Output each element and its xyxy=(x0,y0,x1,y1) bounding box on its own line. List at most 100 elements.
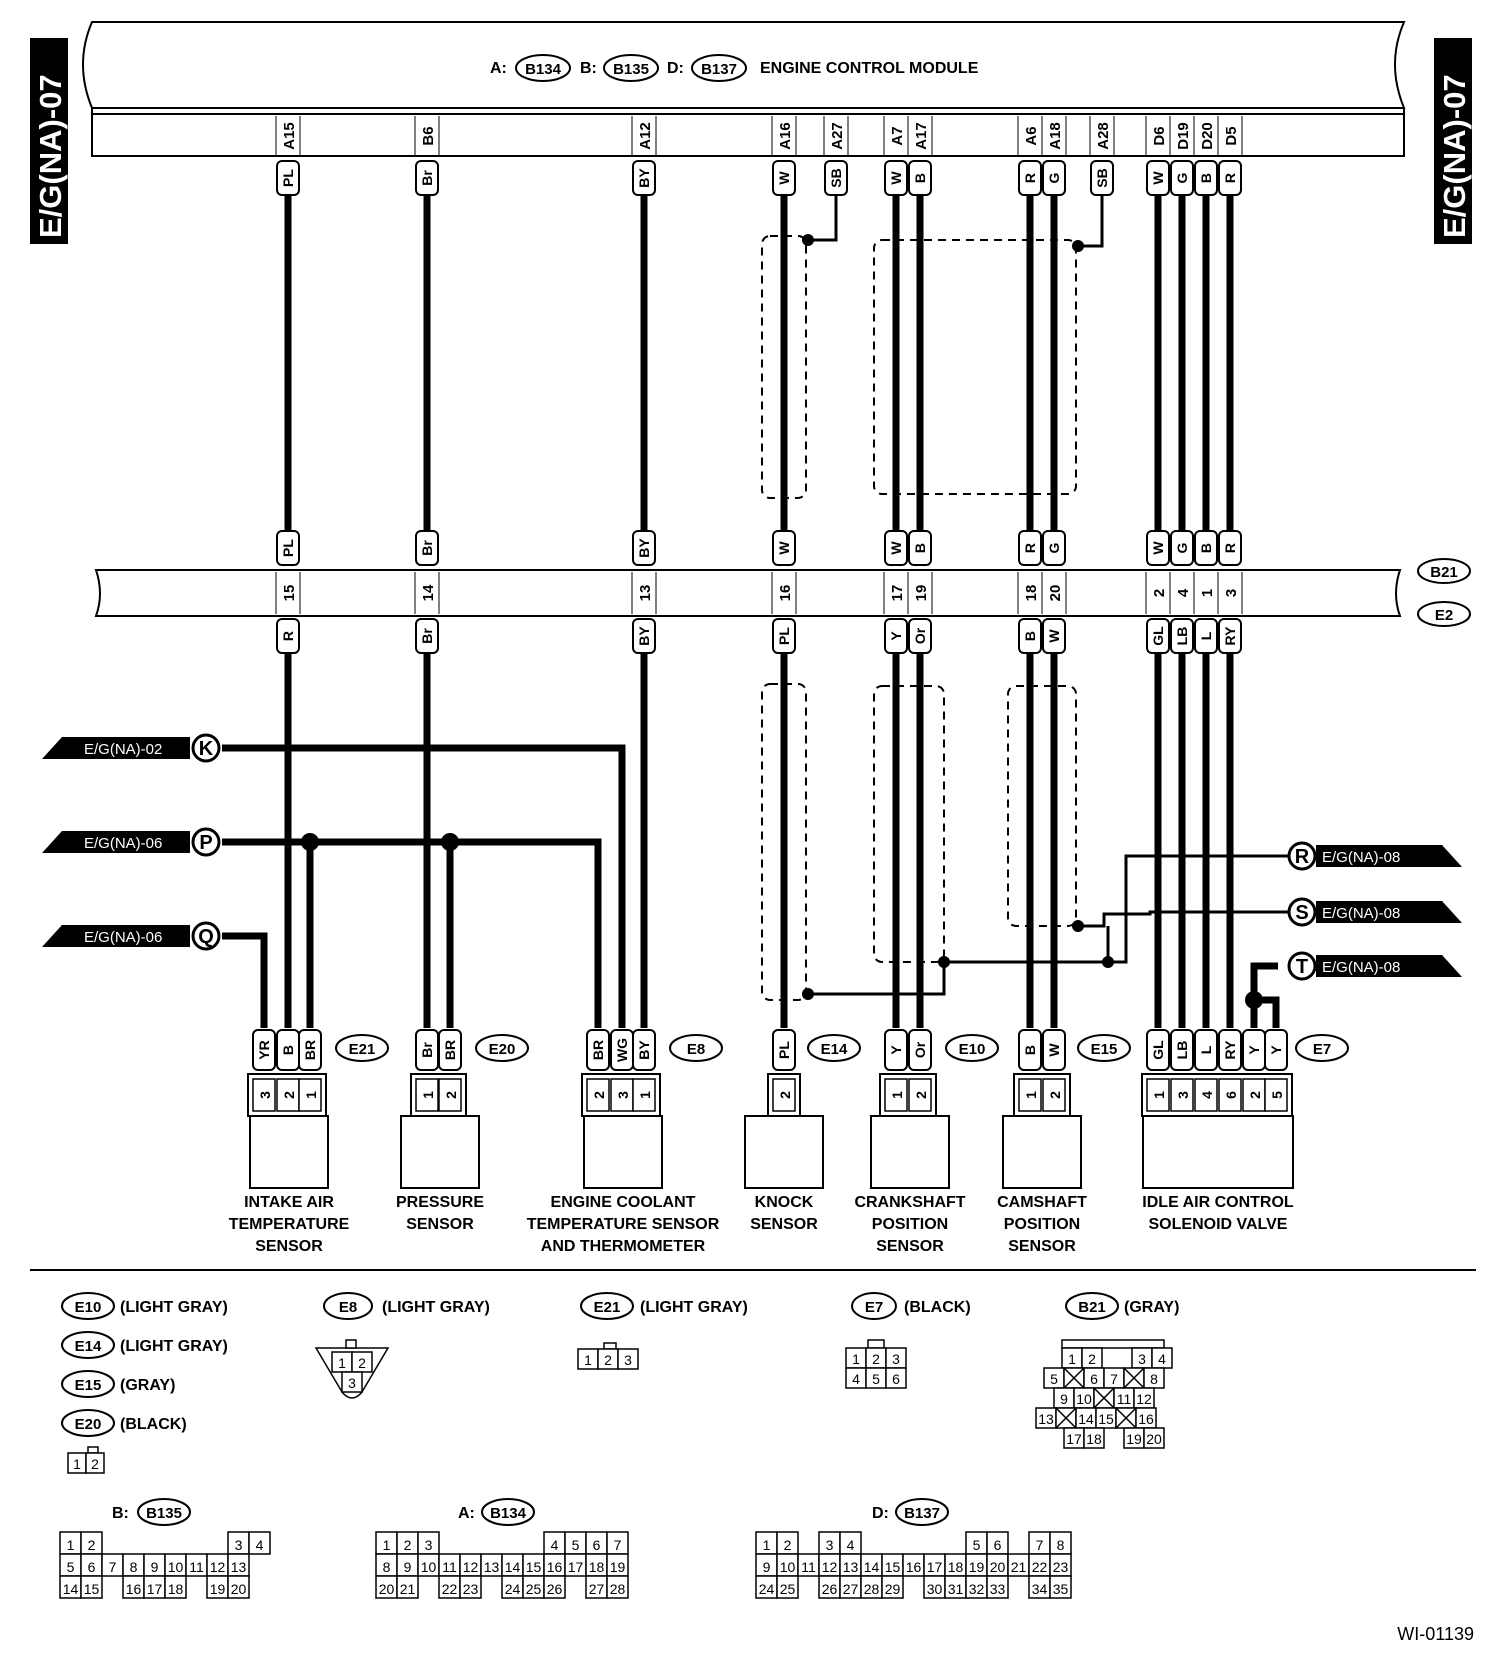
component-pin-cell xyxy=(1194,1078,1218,1112)
ref-arrow-left[interactable] xyxy=(42,737,190,759)
legend-pin-number: 17 xyxy=(1066,1431,1082,1447)
component-label: SENSOR xyxy=(406,1216,474,1233)
legend-pin-number: 26 xyxy=(822,1581,838,1597)
ecm-wire-color-box xyxy=(1170,160,1194,196)
ecm-wire-color-box xyxy=(772,160,796,196)
legend-e20-name: E20 xyxy=(75,1416,102,1433)
legend-pin-number: 14 xyxy=(864,1559,880,1575)
component-label: TEMPERATURE SENSOR xyxy=(527,1216,720,1233)
legend-pin-cell xyxy=(885,1367,907,1389)
junction-upper-wire-box xyxy=(884,530,908,566)
legend-e10-name: E10 xyxy=(75,1299,102,1316)
component-label: KNOCK xyxy=(755,1194,814,1211)
legend-pin-cell xyxy=(1083,1427,1105,1449)
ecm-wire-color-box xyxy=(276,160,300,196)
component-wire-color-box xyxy=(438,1029,462,1071)
shield-outlines xyxy=(761,235,1077,1001)
ecm-pin-label: A6 xyxy=(1023,126,1040,145)
component-pin-number: 2 xyxy=(913,1091,929,1099)
ref-arrow-left[interactable] xyxy=(42,925,190,947)
legend-pin-number: 17 xyxy=(927,1559,943,1575)
legend-pin-number: 1 xyxy=(763,1537,771,1553)
legend-pin-number: 8 xyxy=(383,1559,391,1575)
legend-pin-number: 1 xyxy=(852,1351,860,1367)
legend-pin-number: 1 xyxy=(338,1355,346,1371)
legend-pin-number: 4 xyxy=(852,1371,860,1387)
ref-page-right: E/G(NA)-08 xyxy=(1322,905,1400,922)
ref-page-left: E/G(NA)-06 xyxy=(84,835,162,852)
junction-upper-wire-box xyxy=(1042,530,1066,566)
legend-pin-number: 19 xyxy=(210,1581,226,1597)
legend-pin-number: 19 xyxy=(610,1559,626,1575)
legend-pin-number: 18 xyxy=(589,1559,605,1575)
component-pin-number: 1 xyxy=(303,1091,319,1099)
legend-pin-cell xyxy=(881,1575,904,1599)
ecm-wire-color-box xyxy=(1042,160,1066,196)
component-wire-color-box xyxy=(1042,1029,1066,1071)
legend-latch xyxy=(345,1339,357,1349)
legend-pin-number: 14 xyxy=(63,1581,79,1597)
ref-letter-left: K xyxy=(199,738,214,760)
component-pin-cell xyxy=(1170,1078,1194,1112)
junction-pin: 1 xyxy=(1199,589,1216,597)
junction-pin: 4 xyxy=(1175,588,1192,597)
component-connector-name: E15 xyxy=(1091,1041,1118,1058)
component-pin-number: 2 xyxy=(443,1091,459,1099)
ref-arrow-left[interactable] xyxy=(42,831,190,853)
component-pin-cell xyxy=(298,1078,322,1112)
junction-lower-wire: BY xyxy=(636,626,652,646)
legend-pin-cell xyxy=(543,1575,566,1599)
ref-letter-circle xyxy=(1287,897,1317,927)
component-wire-color-box xyxy=(586,1029,610,1071)
ecm-wire-color-box xyxy=(1018,160,1042,196)
legend-pin-cell xyxy=(80,1575,103,1599)
component-wire-color: BR xyxy=(442,1040,458,1060)
component-pin-cell xyxy=(1042,1078,1066,1112)
junction-lower-wire-box xyxy=(276,618,300,654)
junction-lower-wire-box xyxy=(1194,618,1218,654)
component-pin-cell xyxy=(908,1078,932,1112)
junction-upper-wire-box xyxy=(1218,530,1242,566)
junction-lower-wire: L xyxy=(1198,631,1214,640)
legend-connector-colors: E10 (LIGHT GRAY) E14 (LIGHT GRAY) E15 (G… xyxy=(61,1292,1179,1526)
component-wire-color-box xyxy=(252,1029,276,1071)
ref-arrow-right[interactable] xyxy=(1316,901,1462,923)
component-pin-number: 2 xyxy=(591,1091,607,1099)
ref-arrow-right[interactable] xyxy=(1316,845,1462,867)
ecm-conn-b: B135 xyxy=(613,61,649,78)
legend-b21-name: B21 xyxy=(1078,1299,1106,1316)
legend-pin-number: 23 xyxy=(1053,1559,1069,1575)
legend-pin-number: 14 xyxy=(1078,1411,1094,1427)
ecm-pin-label: A15 xyxy=(281,122,298,150)
legend-pin-number: 3 xyxy=(624,1352,632,1368)
legend-pin-number: 24 xyxy=(759,1581,775,1597)
legend-b137-prefix: D: xyxy=(872,1505,889,1522)
component-wire-color: L xyxy=(1198,1045,1214,1054)
junction-upper-wire: B xyxy=(912,543,928,553)
component-label: POSITION xyxy=(872,1216,948,1233)
legend-pin-number: 1 xyxy=(584,1352,592,1368)
junction-upper-wire-box xyxy=(632,530,656,566)
component-pin-number: 2 xyxy=(777,1091,793,1099)
legend-pin-number: 15 xyxy=(84,1581,100,1597)
legend-pin-number: 22 xyxy=(442,1581,458,1597)
legend-pin-number: 35 xyxy=(1053,1581,1069,1597)
legend-pin-number: 28 xyxy=(864,1581,880,1597)
component-pin-number: 3 xyxy=(257,1091,273,1099)
legend-pin-blank-mark xyxy=(1115,1407,1137,1429)
component-body xyxy=(249,1115,329,1189)
ecm-conn-a: B134 xyxy=(525,61,562,78)
ref-letter-circle xyxy=(1287,951,1317,981)
legend-pin-cell xyxy=(85,1452,105,1474)
legend-latch xyxy=(603,1342,617,1350)
legend-b134-name: B134 xyxy=(490,1505,527,1522)
ref-arrow-right[interactable] xyxy=(1316,955,1462,977)
legend-pin-number: 13 xyxy=(843,1559,859,1575)
